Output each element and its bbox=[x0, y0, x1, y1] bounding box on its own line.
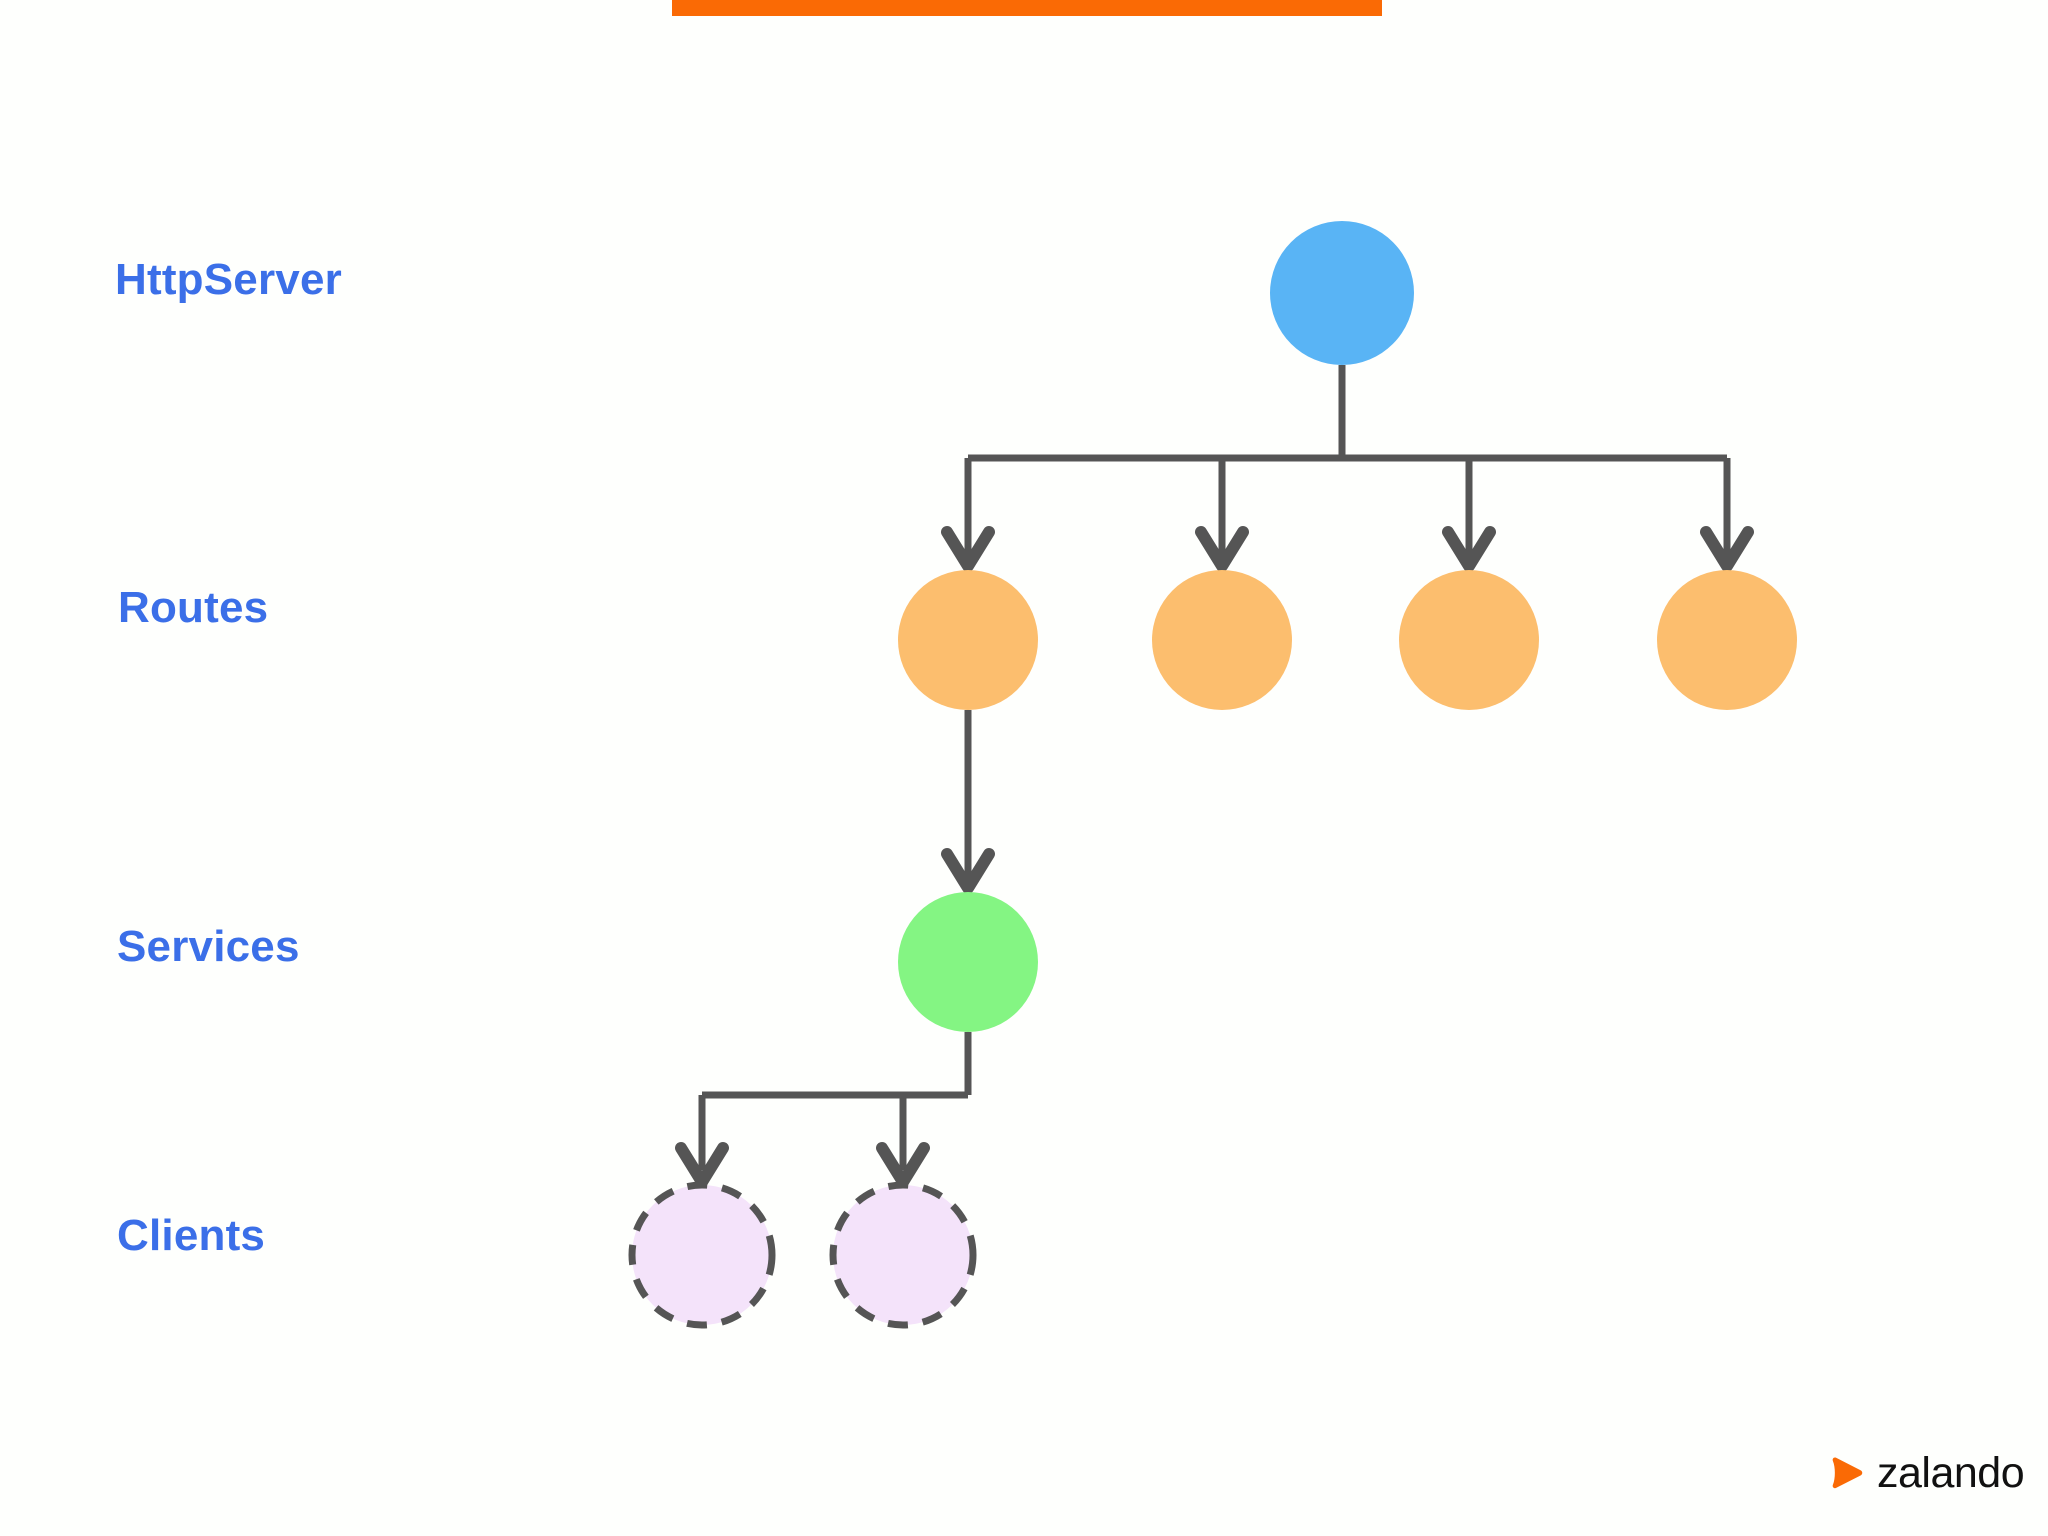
edge-group-service-to-clients bbox=[698, 1032, 972, 1170]
arrowhead-route-1 bbox=[941, 526, 995, 572]
node-route-2[interactable] bbox=[1152, 570, 1292, 710]
row-label-routes: Routes bbox=[118, 583, 269, 632]
arrowhead-group-service bbox=[941, 848, 995, 894]
zalando-wordmark: zalando bbox=[1877, 1449, 2025, 1497]
top-accent-bar bbox=[672, 0, 1382, 16]
zalando-logo: zalando bbox=[1828, 1449, 2025, 1497]
arrowhead-route-3 bbox=[1442, 526, 1496, 572]
node-service-1[interactable] bbox=[898, 892, 1038, 1032]
node-httpserver-1[interactable] bbox=[1270, 221, 1414, 365]
edge-group-httpserver-to-routes bbox=[964, 365, 1731, 555]
row-label-services: Services bbox=[117, 922, 300, 971]
arrowhead-group-routes bbox=[941, 526, 1754, 572]
arrowhead-route-2 bbox=[1195, 526, 1249, 572]
node-client-2[interactable] bbox=[829, 1181, 977, 1329]
row-label-clients: Clients bbox=[117, 1211, 266, 1260]
row-label-httpserver: HttpServer bbox=[115, 255, 342, 304]
arrowhead-route-4 bbox=[1700, 526, 1754, 572]
zalando-play-mark bbox=[1832, 1457, 1863, 1488]
node-client-1[interactable] bbox=[628, 1181, 776, 1329]
node-route-3[interactable] bbox=[1399, 570, 1539, 710]
node-route-1[interactable] bbox=[898, 570, 1038, 710]
arrowhead-service-1 bbox=[941, 848, 995, 894]
node-route-4[interactable] bbox=[1657, 570, 1797, 710]
arrowhead-group-clients bbox=[675, 1142, 930, 1188]
